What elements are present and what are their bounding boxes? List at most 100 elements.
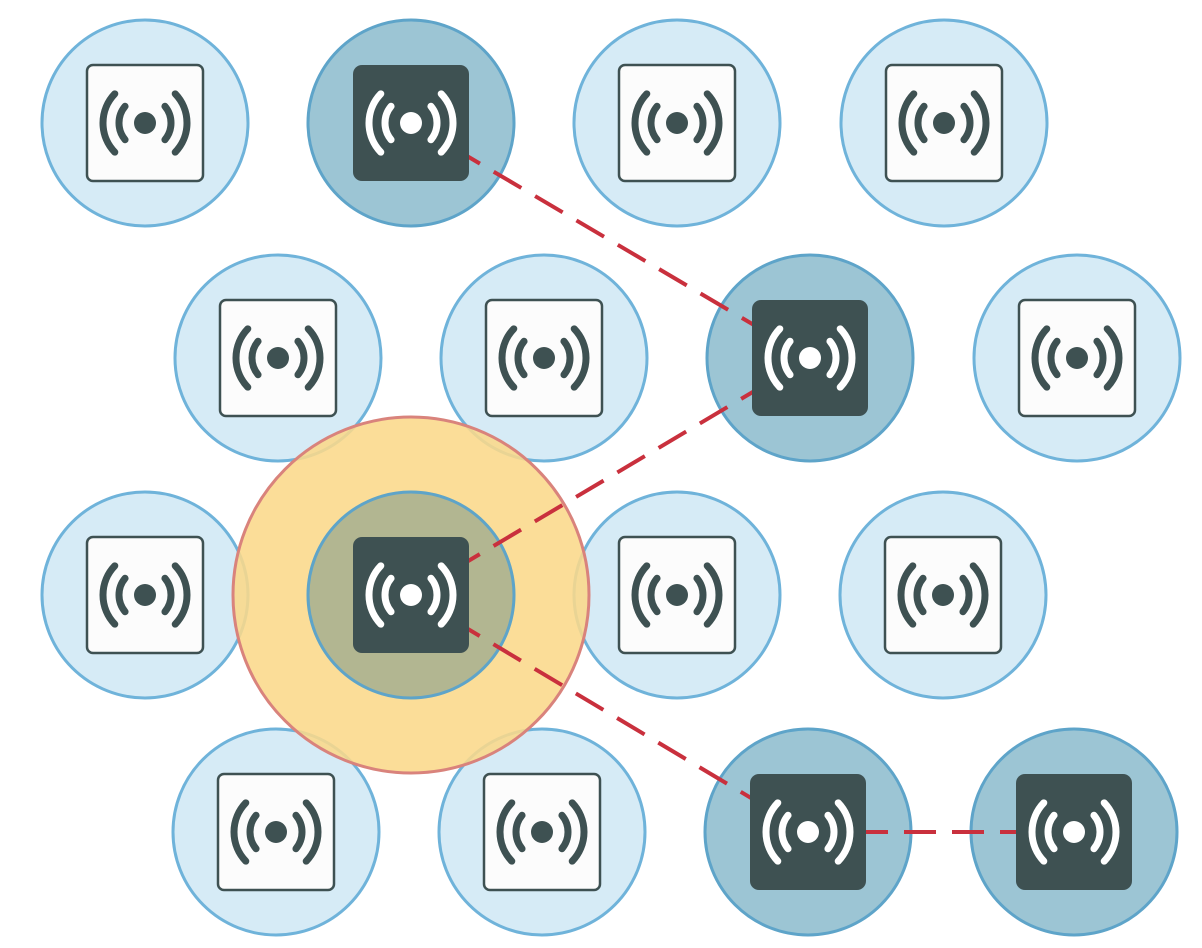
broadcast-wave-left [99,90,119,156]
broadcast-wave-right [693,574,707,616]
broadcast-dot [1063,821,1085,843]
broadcast-wave-right [161,574,175,616]
broadcast-dot [799,347,821,369]
broadcast-wave-left [914,102,928,144]
broadcast-wave-right [558,811,572,853]
broadcast-wave-right [568,799,588,865]
broadcast-dot [267,347,289,369]
broadcast-wave-right [959,574,973,616]
broadcast-wave-left [631,562,651,628]
broadcast-icon-r3c1 [85,535,205,655]
broadcast-icon-r1c4 [884,63,1004,183]
broadcast-wave-right [171,90,191,156]
broadcast-wave-right [294,337,308,379]
broadcast-wave-left [381,102,395,144]
broadcast-wave-right [836,325,856,391]
broadcast-wave-left [365,562,385,628]
broadcast-wave-left [764,325,784,391]
device-layer [85,63,1137,892]
broadcast-wave-left [381,574,395,616]
broadcast-wave-right [161,102,175,144]
broadcast-wave-right [826,337,840,379]
broadcast-wave-right [570,325,590,391]
broadcast-dot [533,347,555,369]
broadcast-wave-left [897,562,917,628]
broadcast-wave-left [498,325,518,391]
broadcast-wave-right [292,811,306,853]
broadcast-wave-right [703,562,723,628]
broadcast-wave-left [898,90,918,156]
broadcast-wave-left [762,799,782,865]
broadcast-wave-right [834,799,854,865]
broadcast-wave-right [171,562,191,628]
broadcast-dot [932,584,954,606]
broadcast-icon-r2c4 [1017,298,1137,418]
cell-layer [40,18,1182,937]
broadcast-icon-r1c2 [353,65,469,181]
broadcast-wave-left [232,325,252,391]
broadcast-dot [531,821,553,843]
broadcast-wave-left [115,102,129,144]
broadcast-wave-left [99,562,119,628]
link-r3c2-r4c3 [409,593,810,834]
broadcast-wave-left [778,811,792,853]
broadcast-wave-right [304,325,324,391]
broadcast-wave-right [970,90,990,156]
broadcast-wave-right [302,799,322,865]
broadcast-wave-right [427,102,441,144]
broadcast-wave-right [437,90,457,156]
link-r3c2-r2c3 [409,356,812,597]
broadcast-icon-r1c3 [617,63,737,183]
broadcast-wave-left [246,811,260,853]
broadcast-icon-r4c3 [750,774,866,890]
broadcast-wave-right [1103,325,1123,391]
broadcast-wave-left [1028,799,1048,865]
broadcast-wave-right [560,337,574,379]
broadcast-wave-left [647,574,661,616]
broadcast-wave-right [703,90,723,156]
broadcast-icon-r1c1 [85,63,205,183]
broadcast-wave-left [1047,337,1061,379]
broadcast-wave-right [1093,337,1107,379]
broadcast-dot [797,821,819,843]
broadcast-wave-right [427,574,441,616]
broadcast-icon-r3c2 [353,537,469,653]
broadcast-icon-r2c3 [752,300,868,416]
broadcast-wave-left [913,574,927,616]
broadcast-icon-r3c4 [883,535,1003,655]
broadcast-icon-r4c2 [482,772,602,892]
broadcast-icon-r3c3 [617,535,737,655]
broadcast-dot [400,112,422,134]
broadcast-dot [400,584,422,606]
broadcast-wave-left [780,337,794,379]
broadcast-dot [1066,347,1088,369]
broadcast-wave-left [496,799,516,865]
broadcast-icon-r2c1 [218,298,338,418]
broadcast-dot [933,112,955,134]
broadcast-wave-right [969,562,989,628]
broadcast-wave-left [365,90,385,156]
broadcast-wave-left [115,574,129,616]
broadcast-wave-left [230,799,250,865]
broadcast-wave-right [437,562,457,628]
broadcast-icon-r4c1 [216,772,336,892]
broadcast-wave-right [1100,799,1120,865]
broadcast-wave-left [631,90,651,156]
broadcast-icon-r2c2 [484,298,604,418]
broadcast-wave-left [512,811,526,853]
broadcast-wave-left [248,337,262,379]
broadcast-wave-left [1031,325,1051,391]
broadcast-dot [134,584,156,606]
broadcast-wave-right [824,811,838,853]
broadcast-wave-right [960,102,974,144]
broadcast-wave-right [1090,811,1104,853]
broadcast-wave-left [1044,811,1058,853]
link-r1c2-r2c3 [409,121,812,360]
broadcast-dot [666,112,688,134]
broadcast-icon-r4c4 [1016,774,1132,890]
broadcast-dot [666,584,688,606]
broadcast-dot [265,821,287,843]
broadcast-wave-left [514,337,528,379]
